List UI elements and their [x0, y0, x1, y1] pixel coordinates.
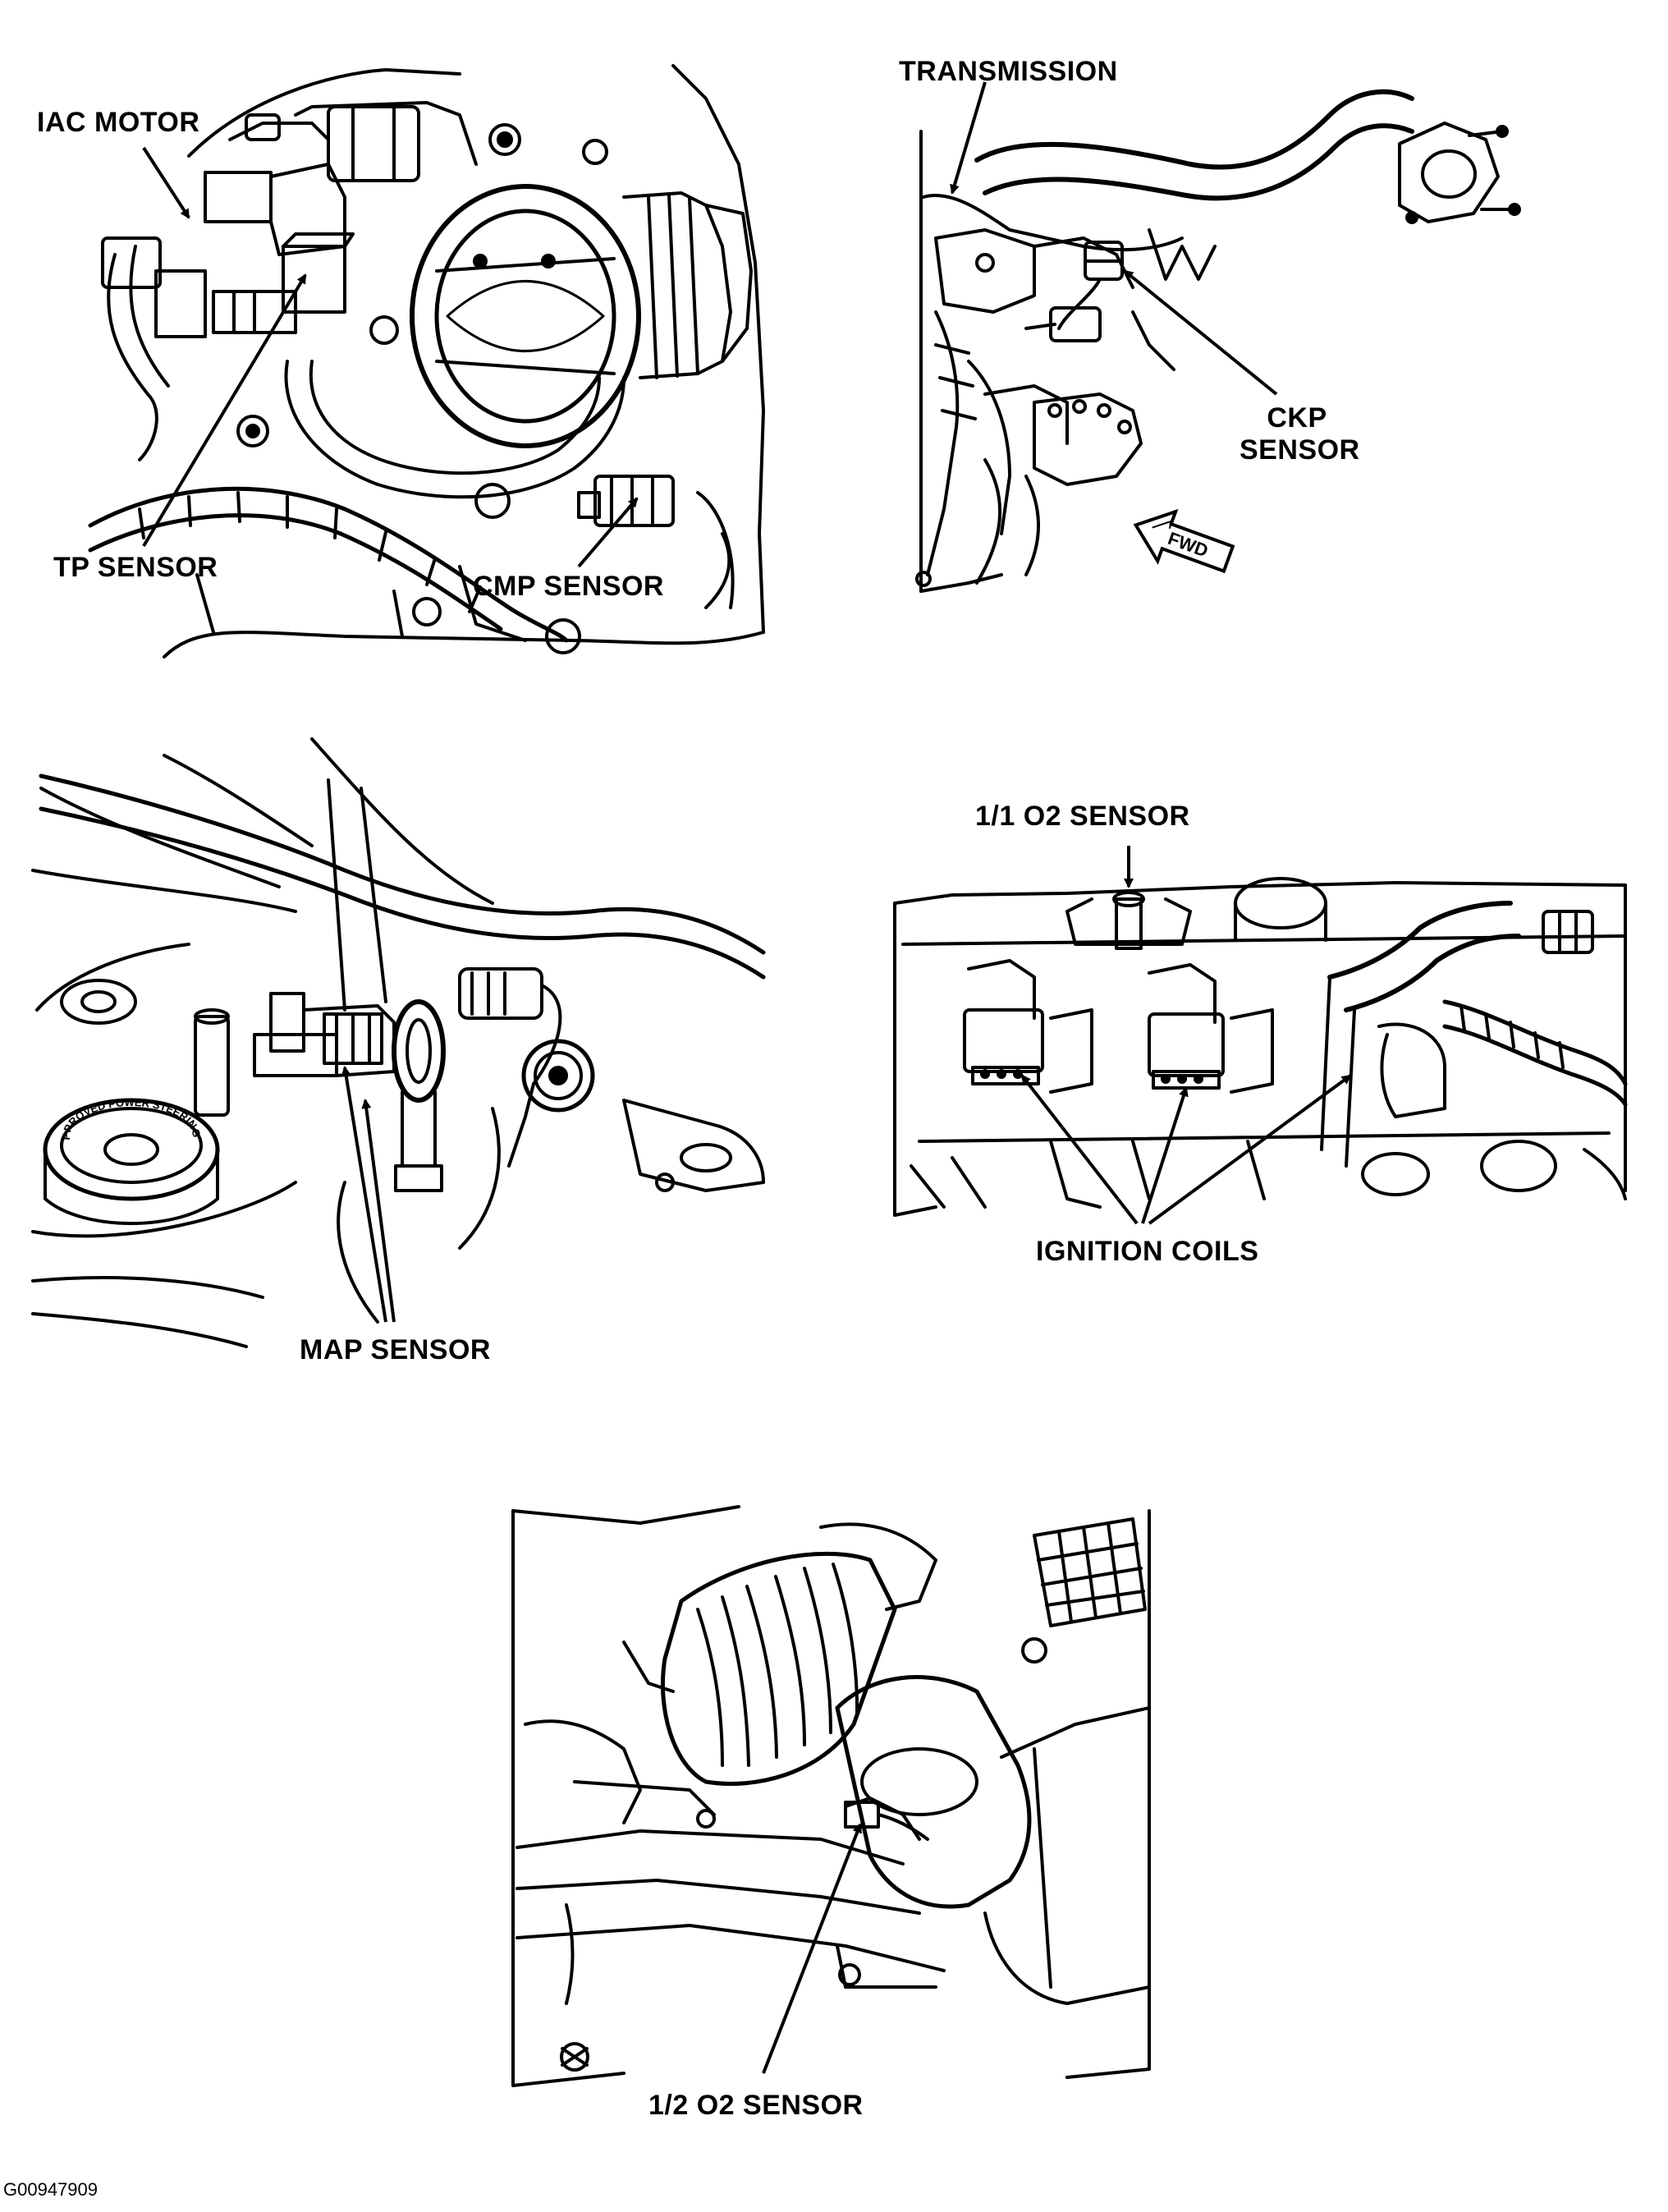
iac-motor-label: IAC MOTOR — [37, 107, 200, 138]
figure-id: G00947909 — [3, 2179, 98, 2200]
throttle-body-leader-lines — [142, 146, 639, 568]
ckp-sensor-label-line1: CKP — [1267, 402, 1327, 434]
ignition-leader-lines — [1020, 846, 1352, 1225]
ckp-sensor-label-line2: SENSOR — [1240, 434, 1360, 466]
cmp-sensor-label: CMP SENSOR — [473, 571, 664, 602]
map-sensor-label: MAP SENSOR — [300, 1334, 491, 1365]
transmission-illustration — [915, 89, 1521, 593]
ckp-sensor-label: CKP SENSOR — [1240, 402, 1360, 466]
exhaust-illustration — [511, 1505, 1151, 2087]
tp-sensor-label: TP SENSOR — [53, 552, 218, 583]
fwd-arrow: FWD — [1133, 508, 1235, 574]
transmission-leader-lines — [950, 81, 1278, 396]
ignition-coils-label: IGNITION COILS — [1036, 1236, 1259, 1267]
throttle-body-illustration — [88, 64, 765, 659]
map-sensor-leader-lines — [341, 1066, 396, 1323]
map-sensor-illustration — [31, 737, 766, 1348]
o2-sensor-upstream-label: 1/1 O2 SENSOR — [975, 801, 1190, 832]
ignition-coils-illustration — [893, 877, 1628, 1217]
exhaust-leader-lines — [762, 1823, 862, 2074]
transmission-label: TRANSMISSION — [899, 56, 1118, 87]
o2-sensor-downstream-label: 1/2 O2 SENSOR — [648, 2090, 864, 2121]
